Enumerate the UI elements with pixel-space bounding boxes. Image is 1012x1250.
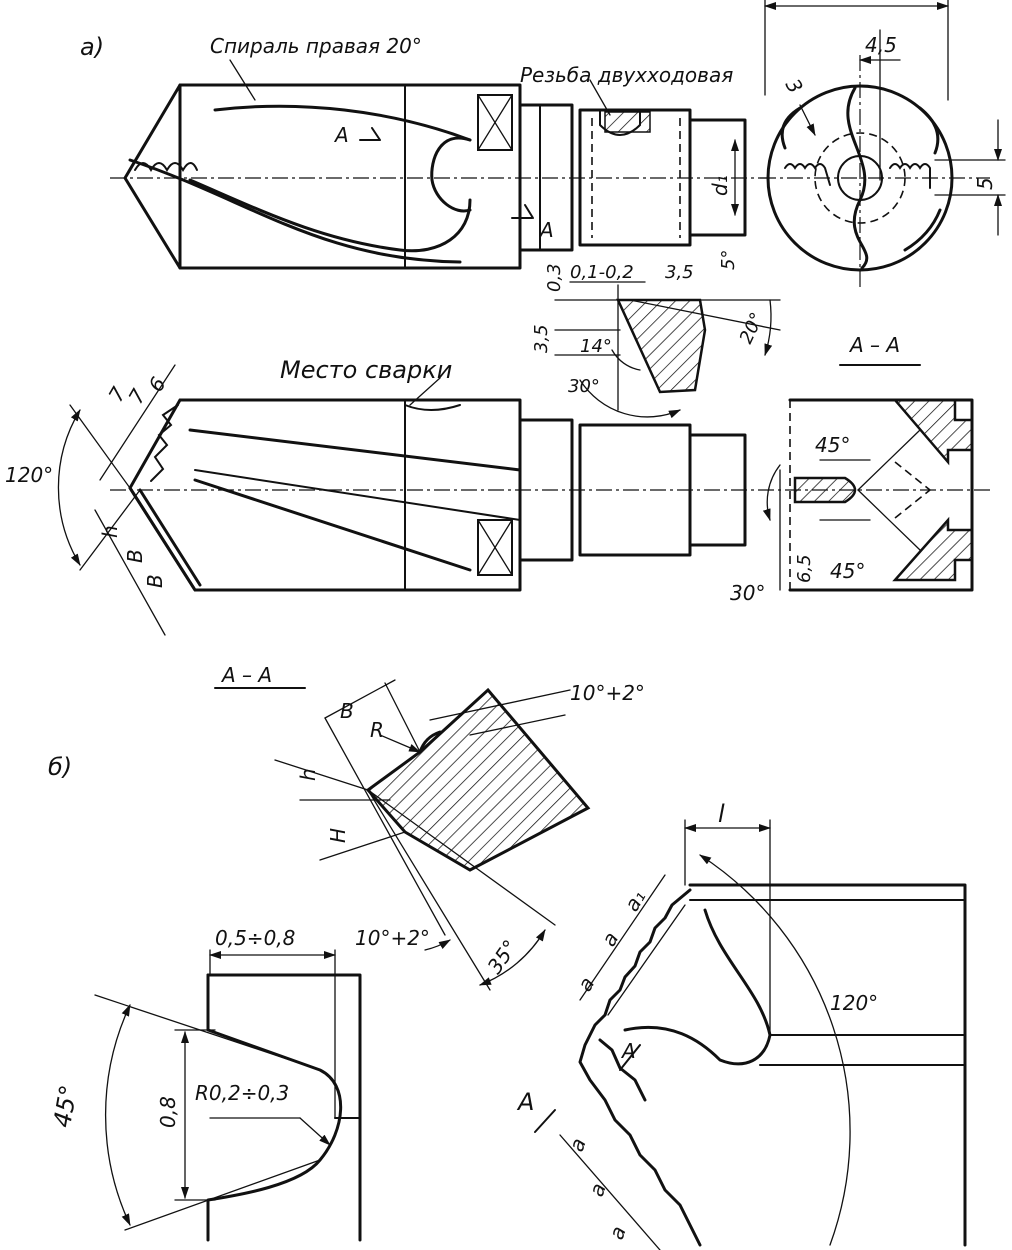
tooth-profile-detail: 0,3 0,1-0,2 3,5 5° 3,5 14° 20° 30° xyxy=(531,250,781,419)
dim-l: l xyxy=(718,800,725,828)
dim-5deg: 5° xyxy=(718,250,739,270)
spiral-label: Спираль правая 20° xyxy=(210,34,422,58)
top-flute-2 xyxy=(128,158,462,264)
cut-label-a3: А xyxy=(620,1039,636,1063)
top-flute-3 xyxy=(188,178,472,253)
top-shank-end xyxy=(688,118,747,237)
dim-7b: 7 xyxy=(124,385,151,408)
dim-r02-03: R0,2÷0,3 xyxy=(195,1081,289,1105)
cut-label-a1: А xyxy=(333,123,349,147)
dim-5: 5 xyxy=(973,177,997,190)
dim-30deg-section: 30° xyxy=(730,581,765,605)
drill-tip-detail: l 120° a a a₁ a a a А А xyxy=(516,800,967,1250)
dim-120-tip: 120° xyxy=(830,991,878,1015)
dim-0-3: 0,3 xyxy=(544,263,565,292)
drill-end-view: 4,5 3 5 xyxy=(760,0,1006,290)
tooth-hatch xyxy=(616,298,707,394)
dim-H-section: H xyxy=(326,828,350,843)
top-flute-heel xyxy=(430,136,472,213)
cut-label-a2: А xyxy=(538,218,554,242)
dim-0-8: 0,8 xyxy=(156,1096,180,1128)
dim-r-section: R xyxy=(370,718,384,742)
dim-45-c: 45° xyxy=(48,1083,83,1130)
dim-a-5: a xyxy=(584,1180,611,1200)
side-body-outline xyxy=(128,398,522,592)
top-flat-box xyxy=(477,94,513,151)
end-view-flute-s xyxy=(846,86,869,270)
section-aa-title-1: А – А xyxy=(848,333,900,357)
top-thread-hatch xyxy=(604,111,651,133)
top-shank-collar xyxy=(518,103,574,252)
dim-d1: d₁ xyxy=(708,175,732,196)
dim-4-5: 4,5 xyxy=(865,33,897,57)
dim-10-2-bottom: 10°+2° xyxy=(355,926,430,950)
dim-3-5-top: 3,5 xyxy=(665,262,694,283)
dim-h-side: h xyxy=(98,525,122,538)
top-flute-1 xyxy=(213,104,472,142)
top-tip-serrations xyxy=(134,162,198,173)
dim-30deg-top: 30° xyxy=(568,376,600,397)
part-b-label: б) xyxy=(48,753,72,781)
dim-a-6: a xyxy=(604,1223,631,1243)
dim-20deg: 20° xyxy=(736,309,769,347)
thread-label: Резьба двухходовая xyxy=(520,63,733,87)
section-aa-right: А – А 45° 45° 6,5 30° xyxy=(730,333,974,605)
dim-a-1: a xyxy=(572,973,599,996)
dim-6-5: 6,5 xyxy=(794,554,815,583)
dim-14deg: 14° xyxy=(580,336,612,357)
dim-a-4: a xyxy=(564,1135,591,1155)
dim-6: 6 xyxy=(144,373,171,396)
dim-b-side-1: B xyxy=(123,549,147,563)
dim-45-a: 45° xyxy=(815,433,850,457)
dim-3: 3 xyxy=(781,74,808,97)
dim-b-section: B xyxy=(340,699,354,723)
dim-0-1-0-2: 0,1-0,2 xyxy=(570,262,634,283)
dim-3-5-left: 3,5 xyxy=(531,324,552,353)
tooth-section-b: B R 10°+2° h H 10°+2° 35° xyxy=(274,679,645,991)
top-thread-section xyxy=(578,108,692,247)
dim-0-5-0-8: 0,5÷0,8 xyxy=(215,926,295,950)
dim-45-b: 45° xyxy=(830,559,865,583)
dim-h-section: h xyxy=(296,768,320,781)
tip-serrated-edge xyxy=(578,888,702,1247)
cut-label-a4: А xyxy=(516,1088,534,1116)
weld-label: Место сварки xyxy=(280,356,452,384)
dim-120-side: 120° xyxy=(5,463,53,487)
section-aa-title-2: А – А xyxy=(220,663,272,687)
top-body-outline xyxy=(123,83,522,270)
dim-35deg: 35° xyxy=(482,935,522,978)
drill-top-view: d₁ А А xyxy=(110,59,770,270)
tip-flute-curve xyxy=(623,908,772,1066)
chisel-profile xyxy=(206,973,343,1242)
part-a-label: а) xyxy=(80,33,104,61)
chisel-edge-detail: 0,5÷0,8 45° 0,8 R0,2÷0,3 xyxy=(48,926,362,1242)
dim-a-2: a xyxy=(596,928,623,951)
side-flat-box xyxy=(477,519,513,576)
dim-a-3: a₁ xyxy=(619,886,650,916)
dim-b-side-2: B xyxy=(143,574,167,588)
dim-10-2-top: 10°+2° xyxy=(570,681,645,705)
